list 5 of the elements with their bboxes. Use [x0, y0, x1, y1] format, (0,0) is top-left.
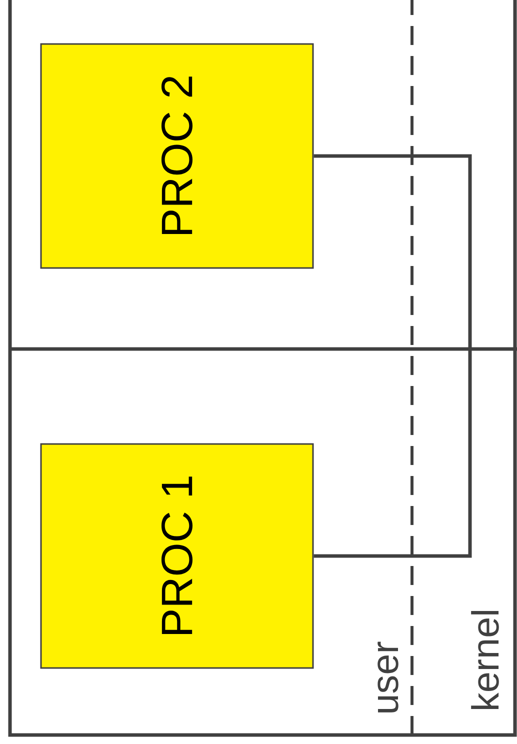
process-box: PROC 1 — [40, 443, 314, 669]
region-label: kernel — [471, 611, 499, 709]
connector-line — [314, 154, 472, 558]
region-label: user — [378, 642, 398, 712]
process-box: PROC 2 — [40, 43, 314, 269]
